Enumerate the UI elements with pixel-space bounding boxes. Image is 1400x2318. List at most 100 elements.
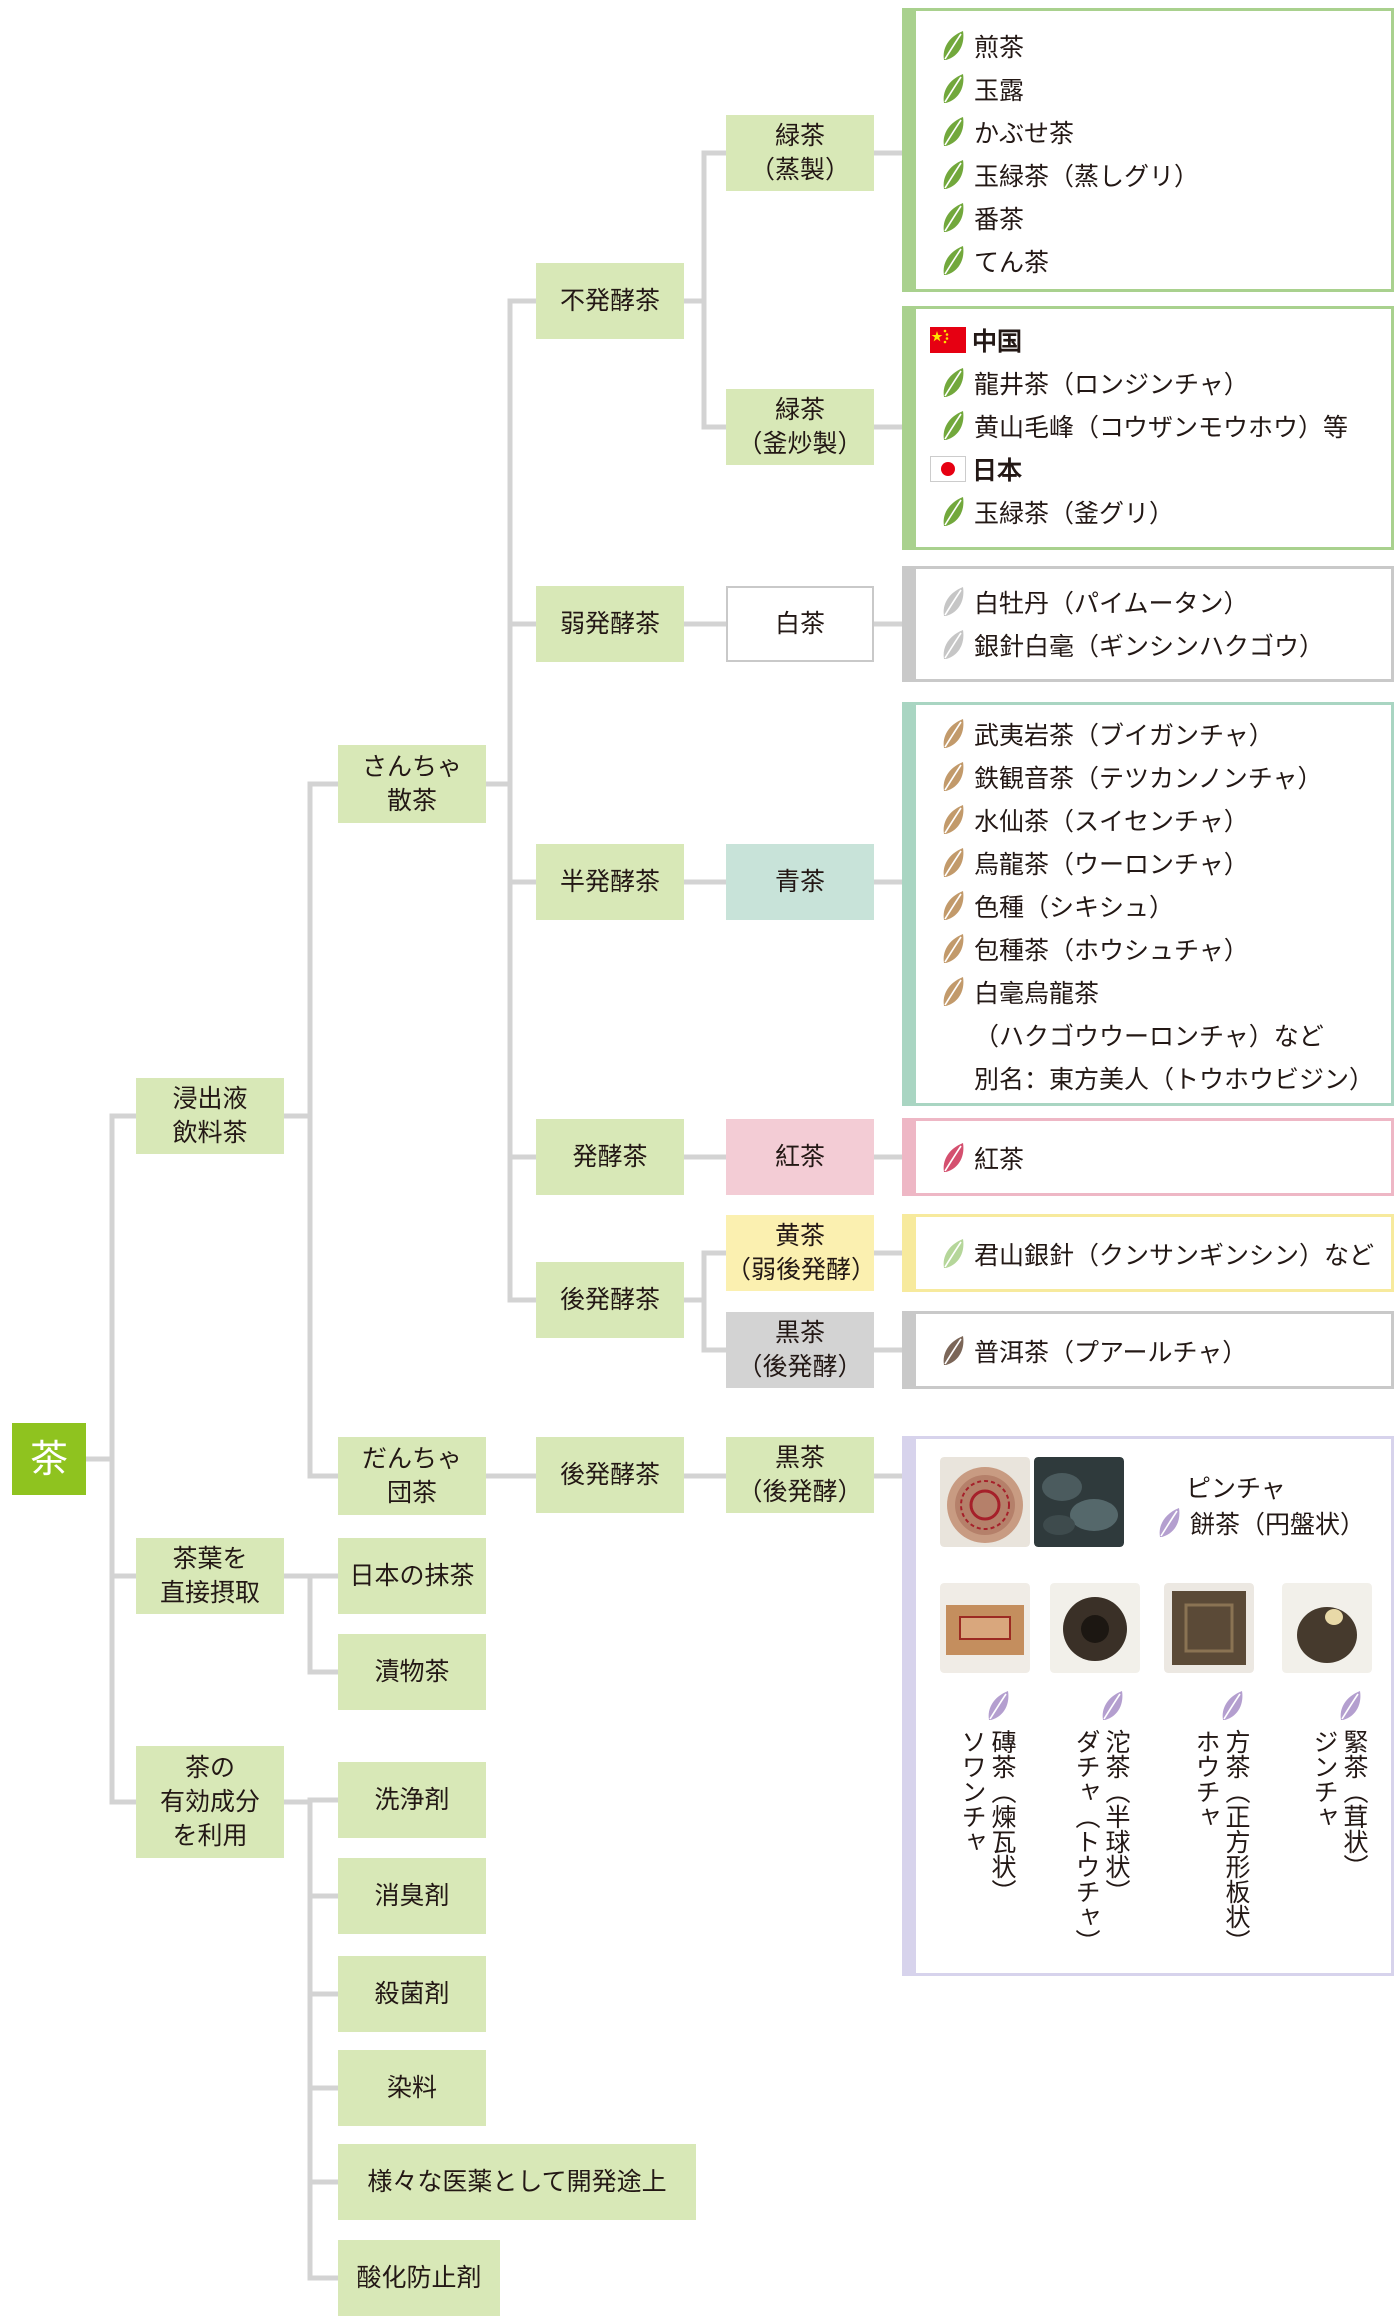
label-line: 緑茶: [774, 395, 825, 424]
label-line: 茶の: [184, 1753, 235, 1782]
vertical-text-pair: 方茶（正方形板状） ホウチャ: [1191, 1729, 1251, 1954]
node-label: 発酵茶: [572, 1142, 648, 1171]
node-green-steamed: 緑茶 （蒸製）: [726, 115, 874, 191]
leaf-icon: [943, 719, 964, 748]
node-label: 青茶: [774, 867, 825, 896]
node-matcha: 日本の抹茶: [338, 1538, 486, 1614]
japan-flag-icon: [930, 456, 966, 482]
pincha-leaves-photo-icon: [1034, 1457, 1124, 1547]
node-red-tea: 紅茶: [726, 1119, 874, 1195]
item-text: 龍井茶（ロンジンチャ）: [974, 370, 1249, 399]
item-text: 君山銀針（クンサンギンシン）など: [974, 1241, 1375, 1270]
list-item: 龍井茶（ロンジンチャ）: [940, 362, 1249, 404]
list-item: 武夷岩茶（ブイガンチャ）: [940, 713, 1274, 755]
node-direct-leaf-intake: 茶葉を 直接摂取: [136, 1538, 284, 1614]
list-box-pan-fired: 中国 龍井茶（ロンジンチャ） 黄山毛峰（コウザンモウホウ）等 日本 玉緑茶（釜グ…: [902, 306, 1394, 550]
vertical-text-pair: 沱茶（半球状） ダチャ（トウチャ）: [1071, 1729, 1131, 1954]
tuocha-reading: ダチャ（トウチャ）: [1072, 1729, 1101, 1954]
leaf-icon: [943, 117, 964, 146]
china-flag-icon: [930, 327, 966, 353]
item-text: 水仙茶（スイセンチャ）: [974, 807, 1249, 836]
label-line: 直接摂取: [159, 1578, 260, 1607]
node-label: 漬物茶: [374, 1657, 450, 1686]
node-label: 紅茶: [774, 1142, 825, 1171]
node-semi-fermented: 半発酵茶: [536, 844, 684, 920]
list-box-black: 普洱茶（プアールチャ）: [902, 1311, 1394, 1389]
list-box-steamed: 煎茶 玉露 かぶせ茶 玉緑茶（蒸しグリ） 番茶 てん茶: [902, 8, 1394, 292]
node-label: 酸化防止剤: [356, 2263, 482, 2292]
list-item-china: 中国: [930, 319, 1022, 361]
item-text: 玉緑茶（釜グリ）: [974, 499, 1175, 528]
label-line: （後発酵）: [737, 1477, 863, 1506]
node-yellow-tea: 黄茶 （弱後発酵）: [726, 1215, 877, 1291]
leaf-icon: [943, 891, 964, 920]
leaf-icon: [1340, 1691, 1361, 1720]
node-label: 白茶: [774, 609, 825, 638]
leaf-icon: [943, 1143, 964, 1172]
item-text: 煎茶: [974, 33, 1025, 62]
mushroom-tea-name: 緊茶（茸状）: [1340, 1729, 1369, 1879]
label-line: 黒茶: [774, 1318, 825, 1347]
label-line: さんちゃ: [361, 752, 462, 781]
leaf-icon: [943, 977, 964, 1006]
item-text: 白毫烏龍茶: [974, 979, 1100, 1008]
list-item: 銀針白毫（ギンシンハクゴウ）: [940, 624, 1324, 666]
node-fermented: 発酵茶: [536, 1119, 684, 1195]
leaf-icon: [943, 630, 964, 659]
node-label: 日本の抹茶: [349, 1561, 475, 1590]
label-line: 緑茶: [774, 121, 825, 150]
leaf-icon: [1102, 1691, 1123, 1720]
list-item: （ハクゴウウーロンチャ）など: [974, 1014, 1324, 1056]
pincha-name: 餅茶（円盤状）: [1190, 1510, 1366, 1539]
pincha-label-group: ピンチャ 餅茶（円盤状）: [1156, 1469, 1366, 1541]
label-line: 浸出液: [172, 1084, 248, 1113]
label-line: だんちゃ: [361, 1444, 462, 1473]
item-text: 包種茶（ホウシュチャ）: [974, 936, 1249, 965]
list-box-white: 白牡丹（パイムータン） 銀針白毫（ギンシンハクゴウ）: [902, 566, 1394, 682]
mushroom-tea-reading: ジンチャ: [1310, 1729, 1339, 1829]
node-label: 洗浄剤: [374, 1785, 450, 1814]
list-item: 玉緑茶（釜グリ）: [940, 491, 1174, 533]
item-text: 白牡丹（パイムータン）: [974, 589, 1249, 618]
list-item: 色種（シキシュ）: [940, 885, 1174, 927]
node-label: 消臭剤: [374, 1881, 450, 1910]
root-label: 茶: [29, 1437, 68, 1481]
node-label: 後発酵茶: [559, 1460, 660, 1489]
node-black-tea: 黒茶 （後発酵）: [726, 1312, 874, 1388]
square-tea-reading: ホウチャ: [1192, 1729, 1221, 1829]
leaf-icon: [988, 1691, 1009, 1720]
item-text: 玉緑茶（蒸しグリ）: [974, 162, 1200, 191]
node-weak-fermented: 弱発酵茶: [536, 586, 684, 662]
leaf-icon: [1222, 1691, 1243, 1720]
list-item: 鉄観音茶（テツカンノンチャ）: [940, 756, 1323, 798]
leaf-icon: [943, 74, 964, 103]
list-item: 煎茶: [940, 25, 1024, 67]
list-box-red: 紅茶: [902, 1118, 1394, 1196]
item-text: 番茶: [974, 205, 1025, 234]
label-line: （後発酵）: [737, 1352, 863, 1381]
node-label: 弱発酵茶: [559, 609, 660, 638]
leaf-icon: [943, 497, 964, 526]
brick-tea-photo-icon: [940, 1583, 1030, 1673]
node-label: 様々な医薬として開発途上: [367, 2167, 667, 2196]
list-item: 普洱茶（プアールチャ）: [940, 1330, 1247, 1372]
list-box-blue: 武夷岩茶（ブイガンチャ） 鉄観音茶（テツカンノンチャ） 水仙茶（スイセンチャ） …: [902, 702, 1394, 1106]
list-item-japan: 日本: [930, 448, 1022, 490]
leaf-icon: [943, 805, 964, 834]
mushroom-tea-group: 緊茶（茸状） ジンチャ: [1304, 1689, 1374, 1879]
leaf-icon: [943, 848, 964, 877]
leaf-icon: [943, 160, 964, 189]
list-item: 白毫烏龍茶: [940, 971, 1099, 1013]
item-text: 色種（シキシュ）: [974, 893, 1175, 922]
node-dye: 染料: [338, 2050, 486, 2126]
list-item: 番茶: [940, 197, 1024, 239]
node-white-tea: 白茶: [726, 586, 874, 662]
item-text: 烏龍茶（ウーロンチャ）: [974, 850, 1249, 879]
item-text: 武夷岩茶（ブイガンチャ）: [974, 721, 1274, 750]
list-item: 玉緑茶（蒸しグリ）: [940, 154, 1199, 196]
label-line: （弱後発酵）: [726, 1255, 877, 1284]
node-green-pan-fired: 緑茶 （釜炒製）: [726, 389, 874, 465]
label-line: を利用: [172, 1821, 248, 1850]
pincha-row: 餅茶（円盤状）: [1156, 1505, 1366, 1541]
